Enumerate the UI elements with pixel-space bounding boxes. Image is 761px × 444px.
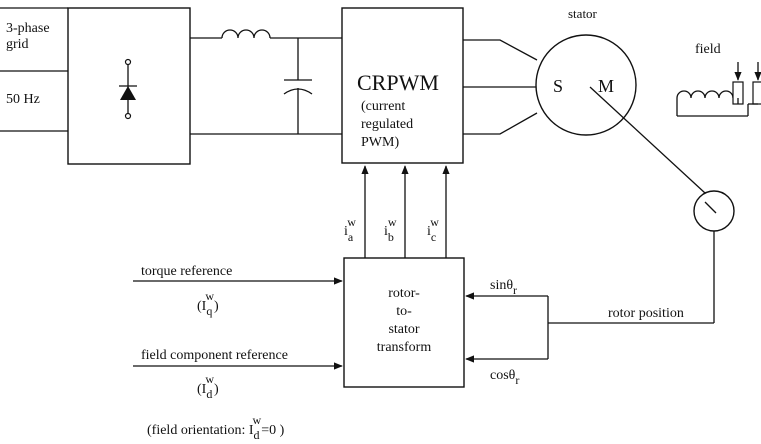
motor-stator-circle: [535, 34, 637, 136]
motor-s-label: S: [553, 76, 563, 96]
field-winding-label: field: [695, 42, 721, 57]
crpwm-block: [341, 7, 464, 164]
field-winding-icon: [676, 62, 761, 117]
crpwm-subtitle-line1: (current: [361, 99, 405, 114]
torque-reference-symbol: (Iqw): [197, 289, 219, 318]
grid-label-line1: 3-phase: [6, 21, 50, 36]
capacitor-icon: [283, 38, 313, 134]
crpwm-title: CRPWM: [357, 70, 439, 95]
current-b-label: ibw: [384, 215, 397, 244]
transform-line2: to-: [396, 304, 412, 319]
diode-icon: [119, 58, 137, 120]
sin-theta-label: sinθr: [490, 278, 517, 297]
cos-theta-label: cosθr: [490, 368, 519, 387]
field-orientation-note: (field orientation: Idw=0 ): [147, 413, 285, 442]
torque-reference-label: torque reference: [141, 264, 232, 279]
stator-label: stator: [568, 6, 598, 21]
encoder-pointer: [704, 201, 717, 214]
rotor-to-stator-transform-block: [343, 257, 465, 388]
transform-line4: transform: [377, 340, 432, 355]
inductor-icon: [221, 29, 271, 39]
field-reference-label: field component reference: [141, 348, 288, 363]
motor-m-label: M: [598, 76, 614, 96]
rotor-shaft: [589, 86, 706, 194]
grid-label-line2: grid: [6, 37, 29, 52]
transform-line3: stator: [388, 322, 419, 337]
grid-input-lines: [0, 7, 68, 132]
current-c-label: icw: [427, 215, 439, 244]
crpwm-subtitle-line3: PWM): [361, 135, 399, 150]
transform-line1: rotor-: [388, 286, 420, 301]
motor-feed-lines: [463, 39, 538, 135]
rotor-position-label: rotor position: [608, 306, 684, 321]
grid-frequency-label: 50 Hz: [6, 92, 40, 107]
current-a-label: iaw: [344, 215, 356, 244]
crpwm-subtitle-line2: regulated: [361, 117, 413, 132]
field-reference-symbol: (Idw): [197, 372, 219, 401]
